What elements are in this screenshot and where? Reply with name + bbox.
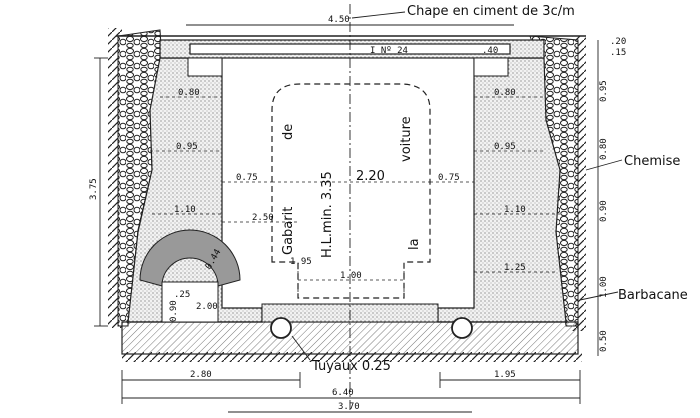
dim-right-h-100: 1.00 [599, 276, 609, 298]
dim-right-inner: 0.75 [438, 173, 460, 183]
dim-right-h-080: 0.80 [599, 138, 609, 160]
dim-inner-250: 2.50 [252, 213, 274, 223]
barbacane-label: Barbacane [618, 288, 688, 303]
dim-left-wall-3: 1.10 [174, 205, 196, 215]
dim-right-wall-4: 1.25 [504, 263, 526, 273]
gabarit-word-gabarit: Gabarit [281, 207, 296, 255]
barbacane-arch [139, 229, 241, 287]
dim-right-wall-1: 0.80 [494, 88, 516, 98]
dim-left-wall-2: 0.95 [176, 142, 198, 152]
dim-top-width: 4.50 [328, 15, 350, 25]
dim-top-right-b: .15 [610, 48, 626, 58]
beam-label: I Nº 24 [370, 46, 408, 56]
dim-right-wall-3: 1.10 [504, 205, 526, 215]
right-wall [437, 57, 567, 323]
dim-right-h-050: 0.50 [599, 330, 609, 352]
dim-left-inner: 0.75 [236, 173, 258, 183]
beam-bearing-left [187, 57, 223, 77]
dim-right-h-095: 0.95 [599, 80, 609, 102]
dim-right-wall-2: 0.95 [494, 142, 516, 152]
gabarit-word-de: de [281, 124, 296, 140]
dim-gab-195: 1.95 [290, 257, 312, 267]
dim-gab-100: 1.00 [340, 271, 362, 281]
chape-label: Chape en ciment de 3c/m [407, 4, 575, 19]
dim-arch-025: .25 [174, 290, 190, 300]
dim-arch-090: 0.90 [169, 300, 179, 322]
gabarit-word-hlmin: H.L.min. 3.35 [320, 171, 335, 258]
dim-beam-right: .40 [482, 46, 498, 56]
dim-top-right-a: .20 [610, 37, 626, 47]
interior-dimension-lines [150, 96, 560, 298]
dim-left-wall-1: 0.80 [178, 88, 200, 98]
leader-lines [291, 11, 623, 361]
dim-bottom-inner: 3.70 [338, 402, 360, 412]
exterior-dimension-lines [94, 24, 599, 413]
dim-bottom-total: 6.40 [332, 388, 354, 398]
beam-bearing-right [473, 57, 509, 77]
dim-arch-200: 2.00 [196, 302, 218, 312]
gabarit-outline [271, 83, 431, 299]
gabarit-word-la: la [407, 238, 422, 250]
chemise-label: Chemise [624, 154, 680, 169]
barbacane-opening [161, 281, 219, 323]
dim-clear-span: 2.20 [356, 169, 385, 184]
dim-right-h-090: 0.90 [599, 200, 609, 222]
dim-bottom-left: 2.80 [190, 370, 212, 380]
tuyaux-label: Tuyaux 0.25 [311, 359, 391, 374]
right-pipe [451, 317, 473, 339]
gabarit-word-voiture: voiture [399, 116, 414, 162]
dim-bottom-right: 1.95 [494, 370, 516, 380]
left-pipe [270, 317, 292, 339]
dim-left-height: 3.75 [89, 178, 99, 200]
